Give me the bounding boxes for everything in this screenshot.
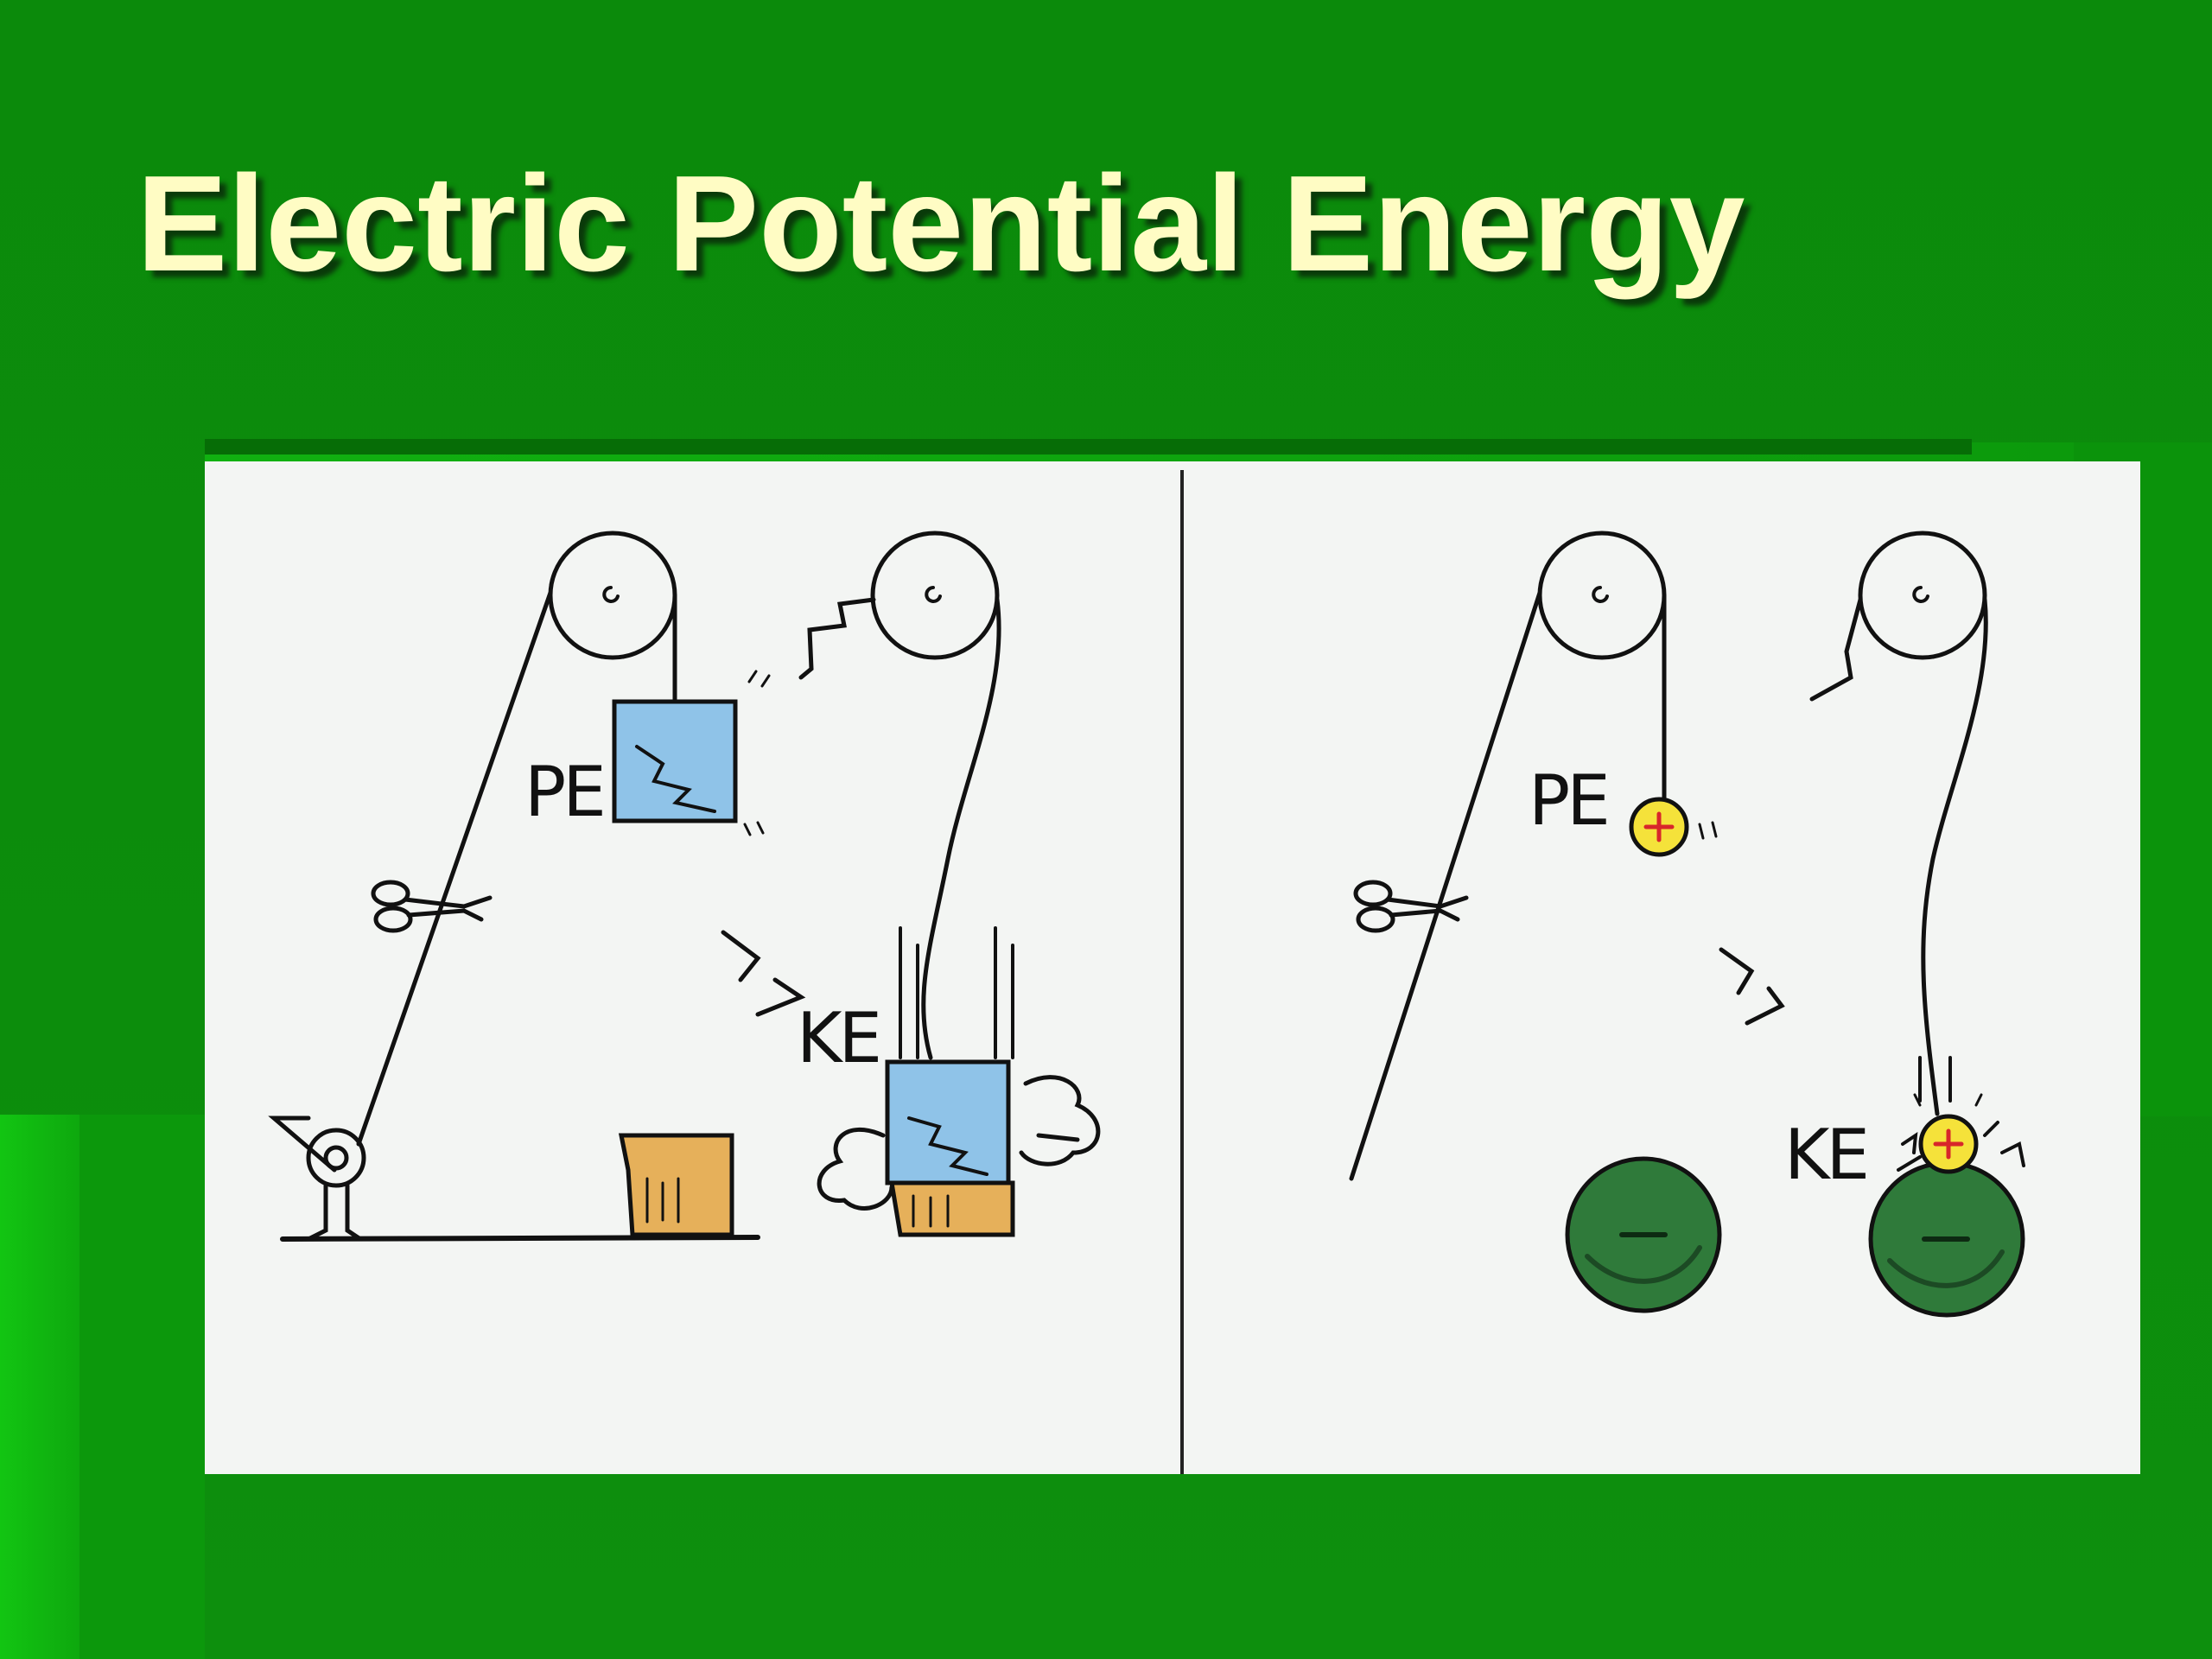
cut-rope-end (1809, 597, 1863, 702)
background-left-strip-inner (79, 1115, 205, 1659)
cut-rope-end (798, 597, 876, 680)
right-panel (1349, 531, 2025, 1318)
crushed-orange-box (889, 1180, 1015, 1237)
speed-lines (899, 926, 1014, 1059)
figure-top-shadow (205, 439, 1972, 454)
rope-falling (1921, 597, 1988, 1116)
pulley-axle-icon (925, 586, 942, 603)
positive-charge-falling (1897, 1093, 2025, 1174)
pe-ke-illustration: PE KE PE KE (205, 461, 2140, 1474)
pulley-axle-icon (1912, 586, 1929, 603)
label-ke-left: KE (797, 998, 879, 1078)
negative-sphere-right (1868, 1160, 2025, 1318)
positive-charge-raised (1629, 797, 1718, 857)
left-panel (268, 531, 1101, 1242)
dust-streak (1036, 1133, 1080, 1142)
label-pe-right: PE (1529, 760, 1607, 841)
pulley-icon (1537, 531, 1667, 660)
motion-arrow-icon (1719, 947, 1785, 1026)
motion-arrow-icon (721, 930, 806, 1017)
illustration-svg: PE KE PE KE (268, 470, 2025, 1474)
blue-block-raised (612, 670, 771, 836)
pulley-axle-icon (602, 586, 620, 603)
negative-sphere-left (1565, 1156, 1722, 1313)
rope-right (1349, 590, 1542, 1181)
pulley-icon (870, 531, 1000, 660)
scissors-icon (1353, 880, 1469, 933)
speed-lines (1918, 1056, 1952, 1103)
ground-line (280, 1235, 760, 1242)
label-ke-right: KE (1784, 1115, 1866, 1195)
label-pe-left: PE (524, 752, 603, 832)
rope-left (356, 590, 553, 1147)
rope-falling (921, 597, 1001, 1060)
pulley-icon (1858, 531, 1987, 660)
pulley-axle-icon (1592, 586, 1609, 603)
background-left-strip (0, 1115, 79, 1659)
blue-block-falling (885, 1059, 1011, 1185)
dust-cloud-icon (817, 1128, 894, 1211)
slide-title: Electric Potential Energy (137, 148, 1745, 300)
winch-icon (268, 1116, 368, 1242)
scissors-icon (371, 880, 493, 933)
pulley-icon (548, 531, 677, 660)
dust-cloud-icon (1019, 1075, 1101, 1166)
orange-box (618, 1133, 734, 1237)
